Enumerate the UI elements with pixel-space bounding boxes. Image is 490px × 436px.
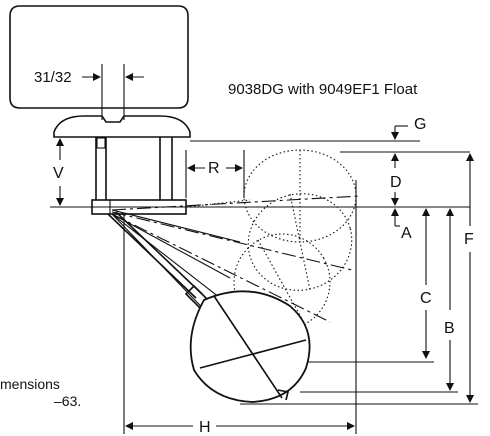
dimension-h: H: [123, 180, 357, 436]
dimension-31-32-label: 31/32: [34, 69, 72, 86]
float-ghost-positions: [233, 149, 357, 331]
dimension-d-label: D: [390, 174, 402, 191]
diagram-title: 9038DG with 9049EF1 Float: [228, 81, 418, 98]
dimension-31-32: 31/32: [34, 64, 144, 108]
dimension-a-label: A: [401, 225, 412, 242]
dimension-h-label: H: [199, 419, 211, 436]
support-rods: [95, 137, 173, 200]
dimension-f: F: [240, 153, 478, 405]
dimension-b-label: B: [444, 320, 455, 337]
dimension-g-label: G: [414, 116, 426, 133]
dimension-d: D: [390, 153, 402, 206]
float-rod: [107, 211, 212, 312]
housing-stem: [101, 108, 125, 120]
switch-housing: [9, 5, 189, 109]
note-line-2: –63.: [54, 393, 81, 409]
dimension-f-label: F: [464, 231, 474, 248]
dimension-v-label: V: [53, 165, 64, 182]
dimension-r: R: [185, 150, 245, 198]
dimension-v: V: [53, 138, 64, 206]
dimension-c: C: [300, 208, 434, 363]
reference-lines: [50, 151, 470, 208]
dimension-a: A: [391, 208, 412, 242]
dimension-c-label: C: [420, 290, 432, 307]
note-line-1: mensions: [0, 376, 60, 392]
dimension-b: B: [300, 208, 458, 393]
mounting-flange: [53, 115, 191, 138]
dimension-r-label: R: [208, 160, 220, 177]
dimension-g: G: [190, 116, 426, 142]
float-body: [189, 290, 311, 403]
